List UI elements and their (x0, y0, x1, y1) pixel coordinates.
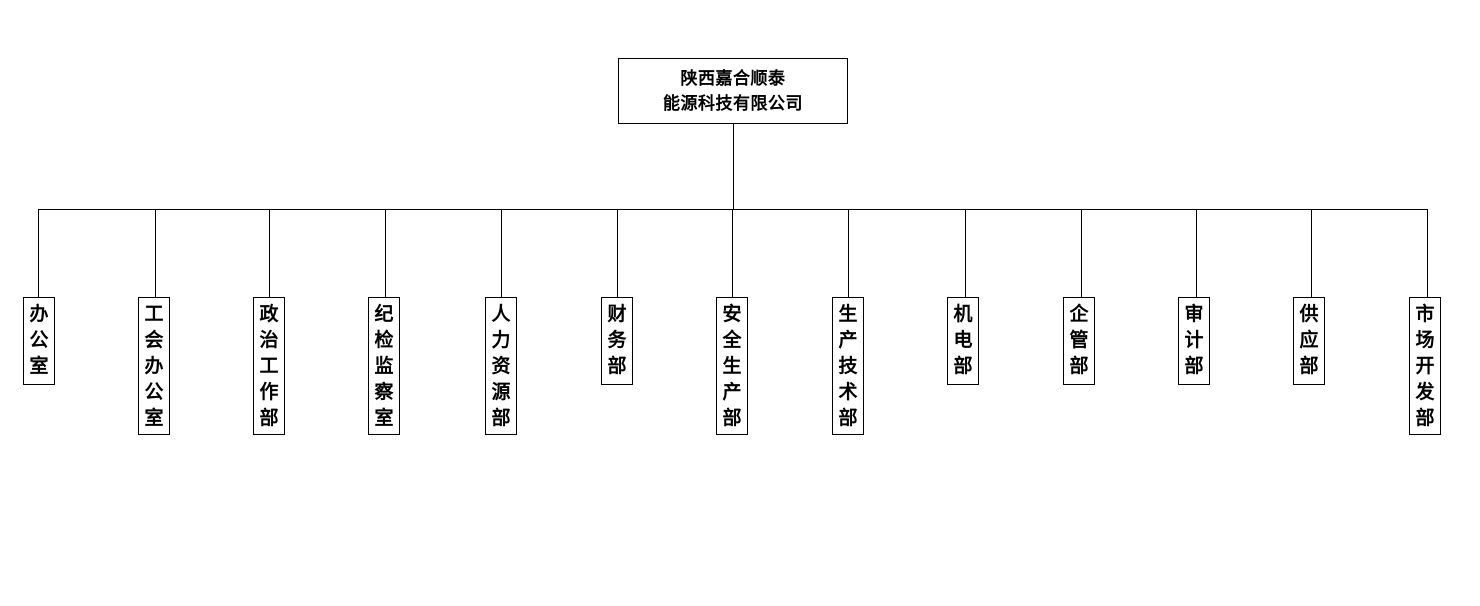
department-label-char: 资 (491, 356, 511, 377)
department-label-char: 安 (722, 304, 742, 325)
department-label-char: 公 (144, 382, 164, 403)
connector-drop-6 (617, 209, 618, 297)
department-label-char: 部 (1184, 356, 1204, 377)
connector-drop-4 (385, 209, 386, 297)
department-label-char: 供 (1299, 304, 1319, 325)
department-label-char: 办 (29, 304, 49, 325)
department-label-char: 办 (144, 356, 164, 377)
department-label-char: 应 (1299, 330, 1319, 351)
department-label-char: 工 (144, 304, 164, 325)
department-label-char: 生 (838, 304, 858, 325)
department-label-char: 生 (722, 356, 742, 377)
department-label-char: 产 (838, 330, 858, 351)
org-node-dept-human-resources[interactable]: 人力资源部 (485, 297, 517, 435)
department-label-char: 作 (259, 382, 279, 403)
department-label-char: 部 (1299, 356, 1319, 377)
org-node-dept-electromechanical[interactable]: 机电部 (947, 297, 979, 385)
department-label-char: 技 (838, 356, 858, 377)
org-node-dept-supply[interactable]: 供应部 (1293, 297, 1325, 385)
department-label-char: 源 (491, 382, 511, 403)
org-node-dept-discipline[interactable]: 纪检监察室 (368, 297, 400, 435)
department-label-char: 部 (1415, 408, 1435, 429)
department-label-char: 术 (838, 382, 858, 403)
connector-drop-3 (269, 209, 270, 297)
department-label-char: 力 (491, 330, 511, 351)
department-label-char: 工 (259, 356, 279, 377)
org-node-root[interactable]: 陕西嘉合顺泰 能源科技有限公司 (618, 58, 848, 124)
org-node-dept-enterprise-mgmt[interactable]: 企管部 (1063, 297, 1095, 385)
department-label-char: 部 (259, 408, 279, 429)
department-label-char: 监 (374, 356, 394, 377)
connector-drop-9 (965, 209, 966, 297)
org-node-dept-audit[interactable]: 审计部 (1178, 297, 1210, 385)
department-label-char: 室 (144, 408, 164, 429)
department-label-char: 纪 (374, 304, 394, 325)
department-label-char: 审 (1184, 304, 1204, 325)
connector-drop-10 (1081, 209, 1082, 297)
department-label-char: 检 (374, 330, 394, 351)
connector-root-stem (733, 124, 734, 209)
org-node-dept-finance[interactable]: 财务部 (601, 297, 633, 385)
department-label-char: 财 (607, 304, 627, 325)
department-label-char: 治 (259, 330, 279, 351)
department-label-char: 市 (1415, 304, 1435, 325)
connector-drop-5 (501, 209, 502, 297)
department-label-char: 室 (374, 408, 394, 429)
department-label-char: 部 (1069, 356, 1089, 377)
org-node-dept-office[interactable]: 办公室 (23, 297, 55, 385)
org-node-dept-union-office[interactable]: 工会办公室 (138, 297, 170, 435)
department-label-char: 务 (607, 330, 627, 351)
department-label-char: 部 (491, 408, 511, 429)
connector-drop-8 (848, 209, 849, 297)
root-title-line-2: 能源科技有限公司 (663, 94, 803, 113)
connector-drop-2 (155, 209, 156, 297)
department-label-char: 政 (259, 304, 279, 325)
connector-drop-11 (1196, 209, 1197, 297)
root-title-line-1: 陕西嘉合顺泰 (680, 69, 786, 88)
department-label-char: 察 (374, 382, 394, 403)
department-label-char: 室 (29, 356, 49, 377)
department-label-char: 开 (1415, 356, 1435, 377)
department-label-char: 部 (953, 356, 973, 377)
department-label-char: 计 (1184, 330, 1204, 351)
department-label-char: 场 (1415, 330, 1435, 351)
connector-drop-13 (1427, 209, 1428, 297)
org-node-dept-production-tech[interactable]: 生产技术部 (832, 297, 864, 435)
connector-drop-12 (1311, 209, 1312, 297)
department-label-char: 人 (491, 304, 511, 325)
department-label-char: 部 (722, 408, 742, 429)
department-label-char: 电 (953, 330, 973, 351)
department-label-char: 企 (1069, 304, 1089, 325)
department-label-char: 公 (29, 330, 49, 351)
department-label-char: 管 (1069, 330, 1089, 351)
department-label-char: 部 (838, 408, 858, 429)
department-label-char: 产 (722, 382, 742, 403)
department-label-char: 全 (722, 330, 742, 351)
department-label-char: 发 (1415, 382, 1435, 403)
org-node-dept-political-work[interactable]: 政治工作部 (253, 297, 285, 435)
connector-drop-7 (732, 209, 733, 297)
department-label-char: 会 (144, 330, 164, 351)
department-label-char: 机 (953, 304, 973, 325)
org-node-dept-safety-production[interactable]: 安全生产部 (716, 297, 748, 435)
department-label-char: 部 (607, 356, 627, 377)
connector-drop-1 (38, 209, 39, 297)
org-node-dept-market-dev[interactable]: 市场开发部 (1409, 297, 1441, 435)
